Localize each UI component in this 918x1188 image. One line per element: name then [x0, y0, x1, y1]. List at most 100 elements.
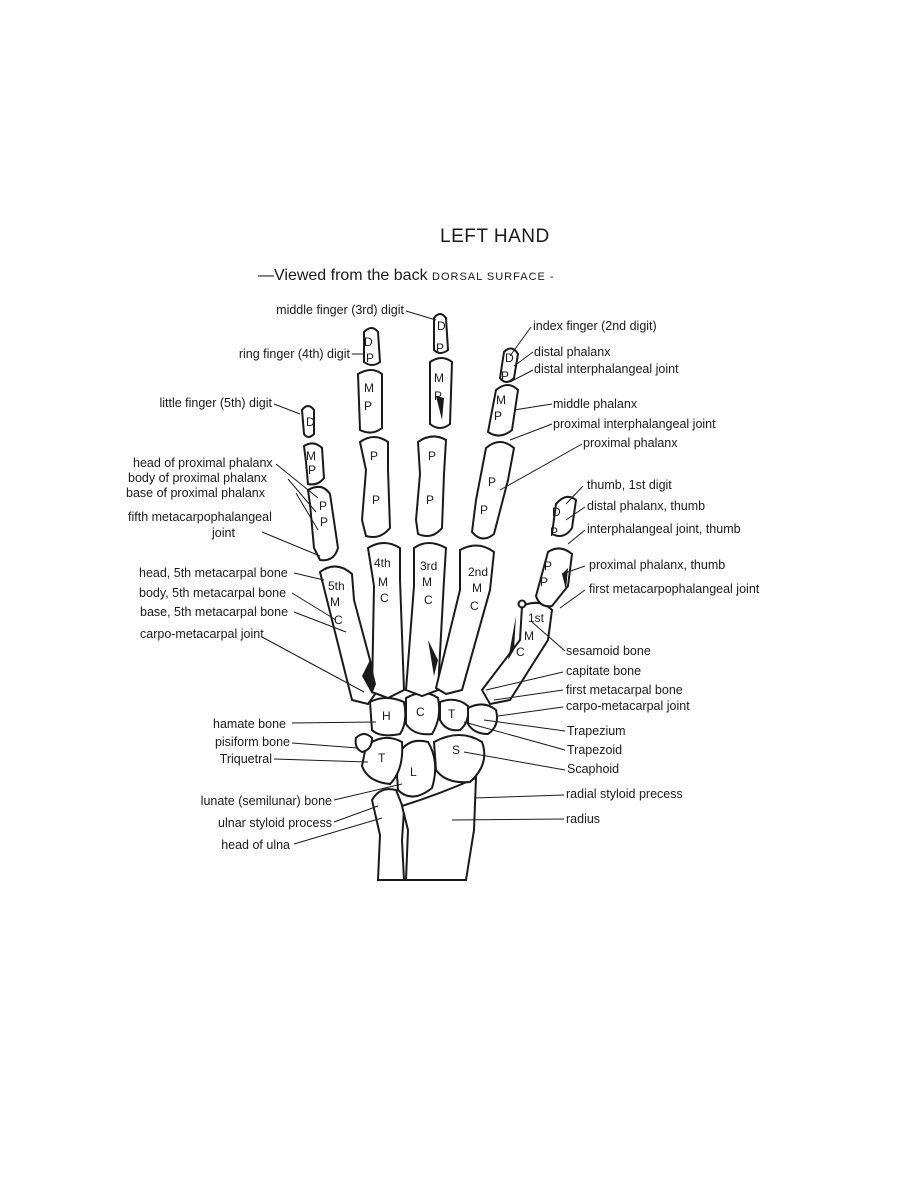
shading — [362, 660, 376, 694]
bone-letter: M — [472, 581, 482, 595]
bone-letter: T — [378, 751, 386, 765]
label-hamate: hamate bone — [213, 717, 286, 731]
third-distal-phalanx — [433, 313, 450, 354]
label-middle-finger: middle finger (3rd) digit — [276, 303, 404, 317]
bone-letter: C — [470, 599, 479, 613]
label-radial-styloid: radial styloid precess — [566, 787, 683, 801]
bone-letter: C — [416, 705, 425, 719]
bone-letter: M — [364, 381, 374, 395]
label-head-of-ulna: head of ulna — [221, 838, 290, 852]
fourth-proximal-phalanx — [358, 436, 392, 538]
bone-letter: P — [364, 399, 372, 413]
page-subtitle: —Viewed from the back DORSAL SURFACE - — [258, 267, 555, 285]
bone-letter: P — [428, 449, 436, 463]
bone-letter: P — [366, 351, 374, 365]
bone-letter: M — [524, 629, 534, 643]
bone-letter: C — [516, 645, 525, 659]
bone-letter: P — [319, 499, 327, 513]
label-distal-phalanx: distal phalanx — [534, 345, 611, 359]
label-sesamoid: sesamoid bone — [566, 644, 651, 658]
radius-bone — [400, 776, 478, 881]
label-carpo-metacarpal-joint-right: carpo-metacarpal joint — [566, 699, 690, 713]
bone-letter: M — [306, 449, 316, 463]
bone-letter: M — [422, 575, 432, 589]
bone-letter: P — [550, 525, 558, 539]
bone-letter: S — [452, 743, 460, 757]
label-body-5th-metacarpal: body, 5th metacarpal bone — [139, 586, 287, 600]
label-capitate: capitate bone — [566, 664, 642, 678]
label-carpo-metacarpal-joint-left: carpo-metacarpal joint — [140, 627, 264, 641]
label-index-finger: index finger (2nd digit) — [533, 319, 657, 333]
bone-letter: P — [488, 475, 496, 489]
bone-letter: P — [436, 341, 444, 355]
bone-letter: P — [320, 515, 328, 529]
label-head-proximal-phalanx: head of proximal phalanx — [133, 456, 273, 470]
bone-letter: P — [544, 559, 552, 573]
sesamoid-bone — [517, 599, 527, 609]
shading — [436, 396, 444, 420]
label-ulnar-styloid: ulnar styloid process — [218, 816, 332, 830]
bone-letter: P — [434, 389, 442, 403]
fifth-middle-phalanx — [302, 442, 326, 486]
pisiform-bone — [354, 733, 374, 754]
label-proximal-phalanx-thumb: proximal phalanx, thumb — [589, 558, 726, 572]
fourth-metacarpal-bone — [366, 542, 406, 700]
bone-letter: L — [410, 765, 417, 779]
second-distal-phalanx — [498, 347, 520, 383]
label-fifth-mcp-joint: fifth metacarpophalangeal — [128, 510, 272, 524]
trapezoid-bone — [439, 698, 470, 732]
second-metacarpal-bone — [434, 544, 496, 696]
label-base-proximal-phalanx: base of proximal phalanx — [126, 486, 265, 500]
label-lunate: lunate (semilunar) bone — [200, 794, 332, 808]
label-proximal-phalanx: proximal phalanx — [583, 436, 678, 450]
bone-letter: D — [552, 505, 561, 519]
bone-letter: P — [372, 493, 380, 507]
label-radius: radius — [566, 812, 601, 826]
bone-letter: 4th — [374, 556, 391, 570]
bone-letter: D — [306, 415, 315, 429]
bone-letter: P — [426, 493, 434, 507]
scaphoid-bone — [432, 734, 486, 784]
bone-letter: C — [424, 593, 433, 607]
leader-lines-left — [261, 310, 437, 845]
second-middle-phalanx — [486, 384, 520, 437]
shading — [428, 640, 438, 676]
fifth-proximal-phalanx — [306, 485, 340, 562]
bone-letter: M — [378, 575, 388, 589]
shading — [508, 616, 516, 660]
thumb-proximal-phalanx — [534, 547, 574, 608]
bone-letter: P — [480, 503, 488, 517]
bone-letter: 1st — [528, 611, 545, 625]
third-middle-phalanx — [429, 357, 454, 429]
bone-letter: M — [330, 595, 340, 609]
label-middle-phalanx: middle phalanx — [553, 397, 638, 411]
label-scaphoid: Scaphoid — [567, 762, 620, 776]
trapezium-bone — [467, 703, 498, 736]
ulna-bone — [370, 788, 406, 881]
label-trapezium: Trapezium — [567, 724, 626, 738]
page-title: LEFT HAND — [440, 226, 550, 247]
third-proximal-phalanx — [414, 435, 448, 537]
label-proximal-ip-joint: proximal interphalangeal joint — [553, 417, 716, 431]
bone-letter: D — [437, 319, 446, 333]
bone-letter: P — [540, 575, 548, 589]
bone-letter: P — [370, 449, 378, 463]
label-ip-joint-thumb: interphalangeal joint, thumb — [587, 522, 741, 536]
bone-letter: C — [380, 591, 389, 605]
fourth-middle-phalanx — [356, 369, 383, 434]
bone-letter: P — [501, 369, 509, 383]
label-first-metacarpal: first metacarpal bone — [566, 683, 683, 697]
label-base-5th-metacarpal: base, 5th metacarpal bone — [140, 605, 289, 619]
bone-letter: M — [496, 393, 506, 407]
label-ring-finger: ring finger (4th) digit — [238, 347, 350, 361]
label-head-5th-metacarpal: head, 5th metacarpal bone — [139, 566, 288, 580]
label-thumb: thumb, 1st digit — [587, 478, 672, 492]
bone-letter: M — [434, 371, 444, 385]
label-triquetral: Triquetral — [219, 752, 272, 766]
second-proximal-phalanx — [470, 441, 516, 540]
bone-letter: 5th — [328, 579, 345, 593]
label-first-mcp-joint: first metacarpophalangeal joint — [589, 582, 760, 596]
triquetral-bone — [360, 736, 404, 786]
bone-letter: T — [448, 707, 456, 721]
